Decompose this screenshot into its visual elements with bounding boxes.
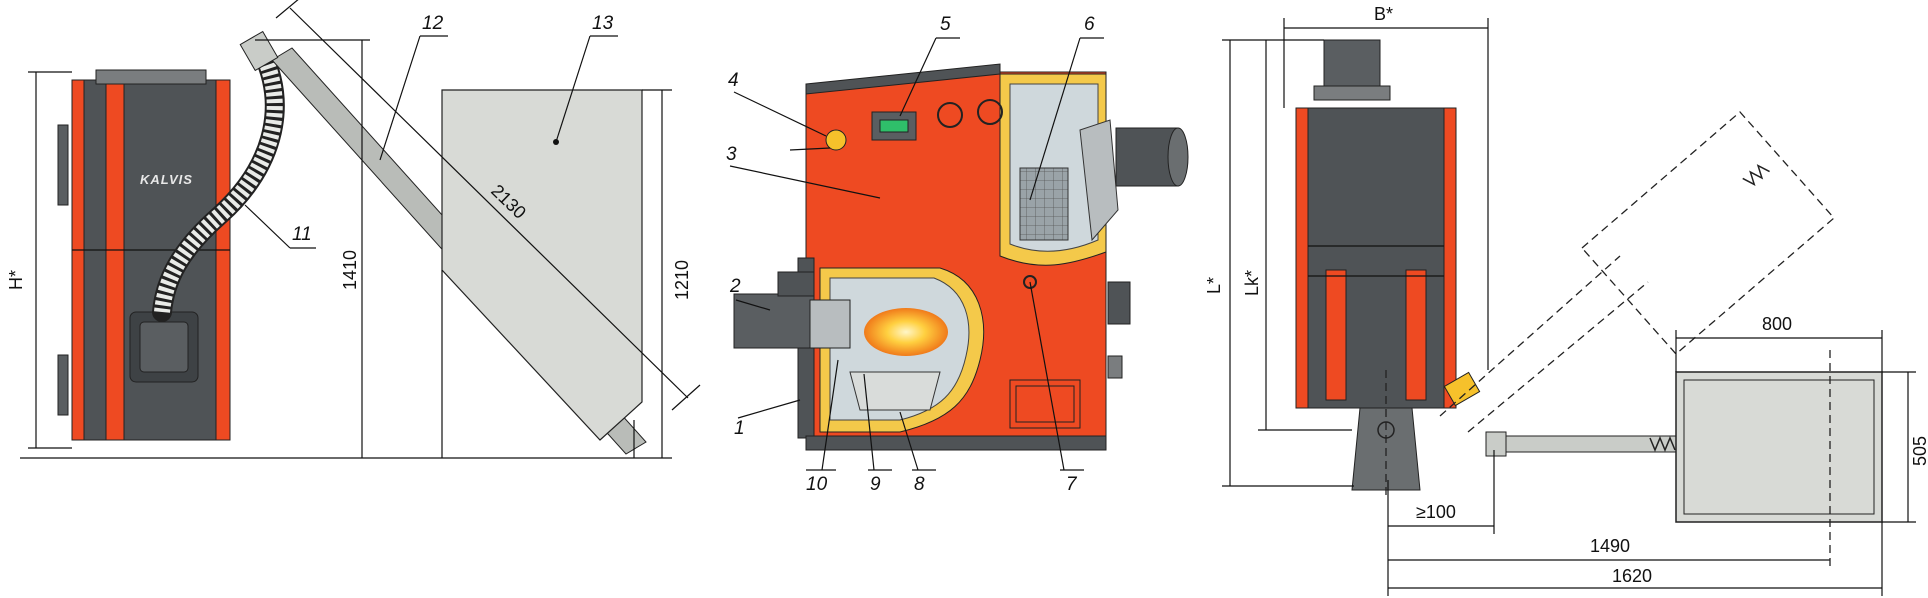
port-2 [977, 99, 1003, 125]
handle-bottom [57, 354, 69, 416]
flue-damper [1079, 119, 1119, 242]
boiler-panel-left [83, 79, 107, 441]
plan-flue-pipe [1323, 39, 1381, 91]
plan-auger-head [1485, 431, 1507, 457]
callout-1: 1 [734, 418, 745, 439]
callout-13-leader [555, 35, 591, 143]
side-fitting-upper [1107, 281, 1131, 325]
callout-8: 8 [914, 474, 925, 495]
alt-auger-line-2 [1467, 281, 1649, 433]
dim-505-label: 505 [1910, 436, 1928, 466]
callout-4-leader [733, 91, 827, 137]
cleaning-door-inner [1015, 385, 1075, 423]
callout-3-leader [729, 165, 881, 199]
dim-2130-line [289, 7, 689, 399]
callout-13: 13 [592, 13, 614, 34]
boiler-door-inner [139, 321, 189, 373]
dim-1490-label: 1490 [1590, 536, 1630, 556]
plan-auger-coil [1649, 436, 1676, 452]
ash-tray [849, 371, 941, 411]
plan-flue-collar [1313, 85, 1391, 101]
cutaway-base [805, 435, 1107, 451]
port-1 [937, 102, 963, 128]
safety-valve [825, 129, 847, 151]
dim-b-label: B* [1374, 4, 1393, 24]
callout-6-leader [1029, 37, 1081, 201]
alt-auger-coil [1742, 164, 1770, 186]
dim-800-label: 800 [1762, 314, 1792, 334]
callout-9-leader [863, 373, 875, 471]
callout-7-leader [1029, 281, 1065, 471]
flame [864, 308, 948, 356]
callout-11: 11 [292, 224, 312, 245]
dim-2130-ext-top [275, 0, 299, 19]
plan-safety-valve [1443, 371, 1481, 407]
callout-13-dot [553, 139, 559, 145]
callout-11-leader [244, 204, 291, 249]
callout-5: 5 [940, 14, 951, 35]
turbulator-grid [1019, 167, 1069, 241]
callout-10: 10 [806, 474, 828, 495]
center-cutaway: 4 3 5 6 2 1 7 8 9 10 [726, 14, 1189, 495]
dim-l-label: L* [1204, 277, 1224, 294]
callout-1-leader [737, 399, 801, 419]
flue-outlet-rim [1167, 127, 1189, 187]
dim-lk-label: Lk* [1242, 270, 1262, 296]
right-view: B* L* Lk* 800 505 ≥100 1490 1620 [1204, 4, 1928, 596]
callout-7: 7 [1066, 474, 1078, 495]
plan-hopper-inner [1683, 379, 1875, 515]
side-fitting-lower [1107, 355, 1123, 379]
plan-hopper [1675, 371, 1883, 523]
boiler-top-cover [95, 69, 207, 85]
pellet-burner [733, 293, 815, 349]
callout-2-leader [735, 299, 771, 311]
controller-display [879, 119, 909, 133]
boiler-side-body: KALVIS [57, 69, 231, 441]
callout-9: 9 [870, 474, 881, 495]
callout-12-leader [379, 35, 421, 161]
left-view: KALVIS H* 1410 1210 2130 11 12 [6, 0, 701, 459]
safety-valve-pipe [789, 147, 831, 151]
brand-logo: KALVIS [140, 172, 193, 187]
dim-1210-label: 1210 [672, 260, 692, 300]
callout-10-leader [821, 359, 839, 471]
callout-8-leader [899, 411, 919, 471]
pellet-hopper [441, 89, 643, 441]
callout-4: 4 [728, 70, 739, 91]
auger-head [239, 30, 279, 72]
dim-1620-label: 1620 [1612, 566, 1652, 586]
handle-top [57, 124, 69, 206]
callout-3: 3 [726, 144, 737, 165]
plan-auger [1499, 435, 1685, 453]
alt-auger-line-1 [1439, 255, 1621, 417]
burner-fan [777, 271, 815, 297]
alt-hopper-position [1581, 111, 1835, 355]
callout-6: 6 [1084, 14, 1095, 35]
dim-2130-ext-bottom [671, 384, 701, 411]
dim-100-label: ≥100 [1416, 502, 1456, 522]
plan-stripe-right [1405, 269, 1427, 401]
dim-1410-label: 1410 [340, 250, 360, 290]
callout-5-leader [899, 37, 937, 117]
plan-stripe-left [1325, 269, 1347, 401]
cleaning-door [1009, 379, 1081, 429]
callout-2: 2 [729, 276, 741, 297]
flexible-hose [154, 48, 283, 313]
burner-tube [809, 299, 851, 349]
callout-12: 12 [422, 13, 444, 34]
dim-h-label: H* [6, 270, 26, 290]
